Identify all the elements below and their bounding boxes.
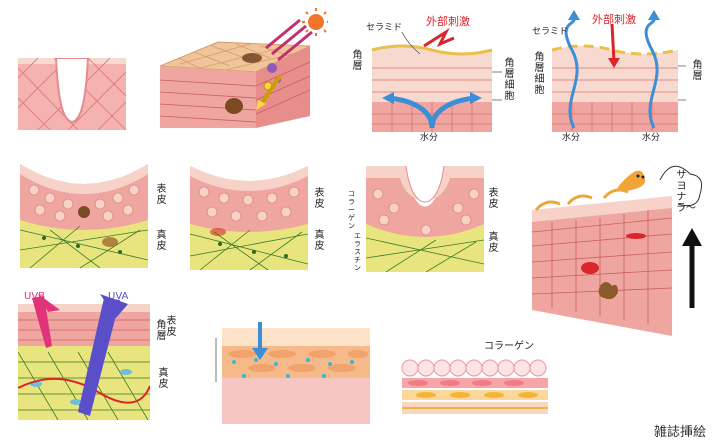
pore-panel — [17, 57, 127, 131]
turnover-illustration — [531, 165, 703, 336]
uv-damage-block-panel — [159, 6, 330, 128]
pigmented-skin-illustration — [19, 164, 149, 269]
damaged-barrier-panel: セラミド 外部刺激 角層細胞 角層 水分 水分 — [530, 10, 712, 144]
pigmented-skin-panel: 表皮 真皮 — [19, 160, 170, 269]
moisture-layer-panel — [212, 318, 370, 424]
stratum-corneum-label: 角層 — [352, 50, 363, 72]
dermis-label-4: 真皮 — [158, 368, 169, 390]
ceramide-label-2: セラミド — [532, 27, 569, 37]
epidermis-label-3: 表皮 — [488, 188, 499, 210]
corneocyte-label: 角層細胞 — [504, 58, 515, 102]
epidermis-label-4: 表皮 — [166, 316, 177, 338]
stratum-corneum-label-3: 角層 — [156, 320, 167, 342]
collagen-layer-illustration — [401, 359, 548, 414]
collagen-label: コラーゲン — [348, 190, 355, 230]
uv-damage-block-illustration — [159, 8, 330, 128]
external-stimulus-label-2: 外部刺激 — [592, 13, 636, 26]
stratum-corneum-label-2: 角層 — [692, 60, 703, 82]
wrinkle-panel: コラーゲン エラスチン 表皮 真皮 — [344, 160, 504, 272]
uva-label: UVA — [108, 291, 129, 302]
dermis-label-3: 真皮 — [488, 232, 499, 254]
dermis-label: 真皮 — [156, 230, 167, 252]
corneocyte-label-2: 角層細胞 — [534, 52, 545, 96]
sayonara-label: サヨナラ〜 — [676, 170, 696, 214]
water-label-right: 水分 — [642, 133, 661, 143]
water-label-left: 水分 — [562, 133, 581, 143]
pore-illustration — [17, 57, 127, 131]
elastin-label: エラスチン — [354, 232, 361, 272]
collagen-label-2: コラーゲン — [484, 341, 534, 352]
epidermis-label: 表皮 — [156, 184, 167, 206]
ceramide-label: セラミド — [366, 23, 403, 33]
damaged-barrier-illustration — [551, 10, 686, 132]
healthy-skin-panel: 表皮 真皮 — [189, 160, 330, 271]
uv-penetration-illustration — [17, 294, 151, 421]
wrinkle-illustration — [366, 165, 484, 272]
dermis-label-2: 真皮 — [314, 230, 325, 252]
turnover-panel: サヨナラ〜 — [531, 160, 716, 336]
water-label: 水分 — [420, 133, 439, 143]
uv-penetration-panel: UVB UVA 表皮 角層 真皮 — [17, 291, 208, 421]
collagen-layer-panel: コラーゲン — [400, 342, 560, 422]
healthy-barrier-panel: セラミド 外部刺激 角層 角層細胞 水分 — [342, 10, 520, 144]
external-stimulus-label: 外部刺激 — [426, 15, 470, 28]
healthy-barrier-illustration — [371, 27, 502, 132]
uvb-label: UVB — [24, 291, 46, 302]
moisture-layer-illustration — [215, 322, 370, 424]
epidermis-label-2: 表皮 — [314, 188, 325, 210]
credit-text: 雑誌挿絵 — [653, 425, 706, 440]
healthy-skin-illustration — [189, 166, 309, 271]
